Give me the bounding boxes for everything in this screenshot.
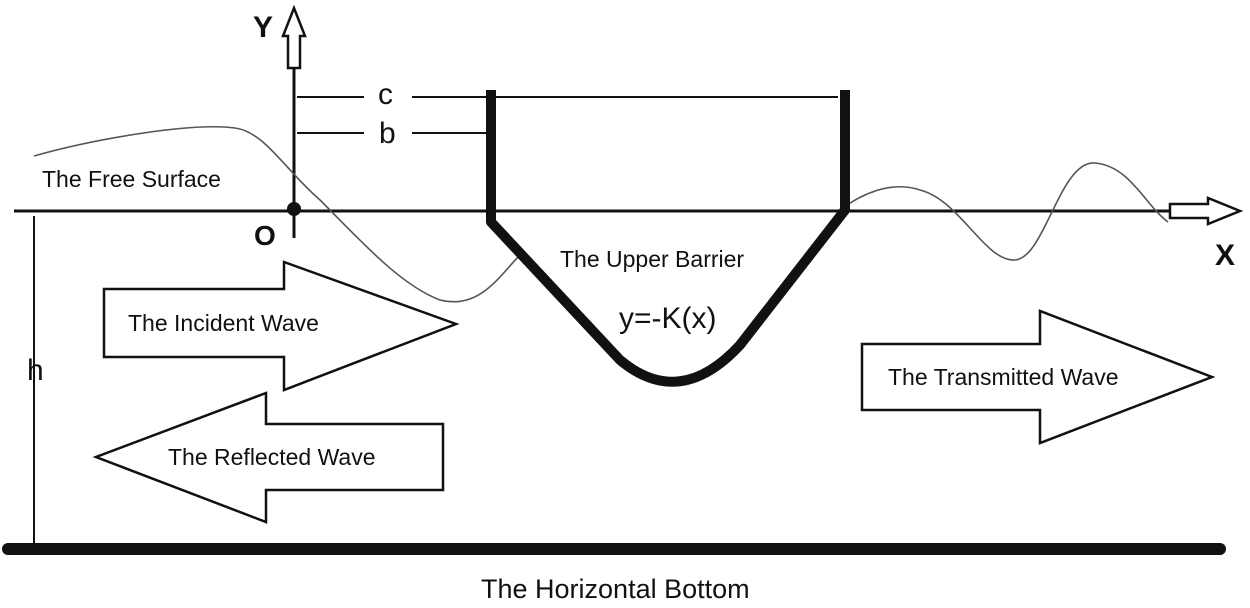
incident-wave-arrow xyxy=(102,260,460,392)
c-label: c xyxy=(378,78,393,111)
h-label: h xyxy=(27,354,44,387)
barrier-equation: y=-K(x) xyxy=(619,302,717,335)
b-label: b xyxy=(379,117,396,150)
y-axis-label: Y xyxy=(253,11,273,44)
reflected-wave-label: The Reflected Wave xyxy=(168,444,376,470)
free-surface-label: The Free Surface xyxy=(42,166,221,192)
origin-label: O xyxy=(254,220,276,251)
x-axis-label: X xyxy=(1215,239,1235,272)
incident-wave-label: The Incident Wave xyxy=(128,310,319,336)
wave-profile-right xyxy=(839,162,1169,261)
origin-dot xyxy=(287,202,301,216)
transmitted-wave-arrow xyxy=(860,309,1216,445)
reflected-wave-arrow xyxy=(92,391,445,524)
x-axis-arrow-icon xyxy=(1168,196,1244,226)
horizontal-bottom-label: The Horizontal Bottom xyxy=(481,574,750,604)
upper-barrier-label: The Upper Barrier xyxy=(560,246,744,272)
transmitted-wave-label: The Transmitted Wave xyxy=(888,364,1119,390)
upper-barrier xyxy=(486,90,850,387)
wave-profile-left xyxy=(33,126,521,303)
y-axis-arrow-icon xyxy=(281,4,307,70)
